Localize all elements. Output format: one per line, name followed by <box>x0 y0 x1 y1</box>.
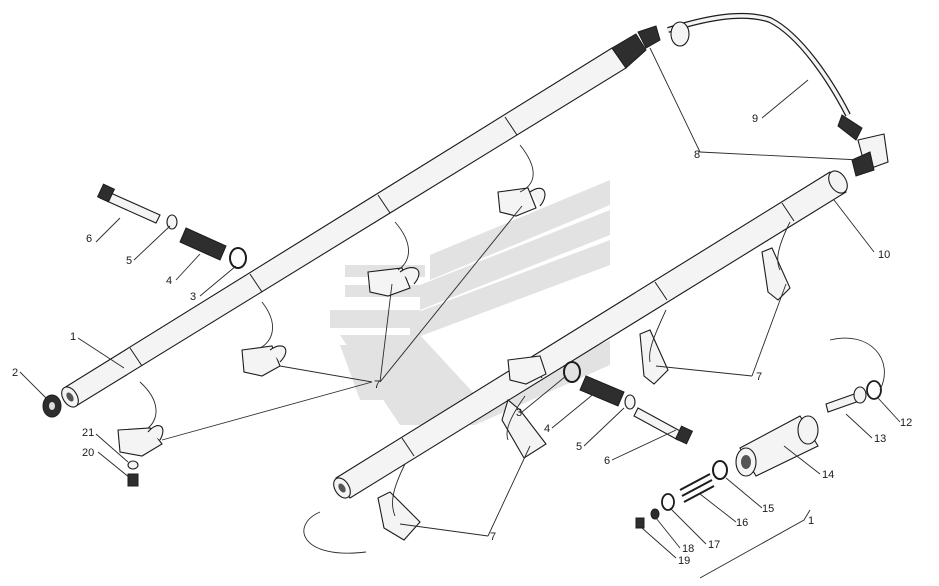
callout-13: 13 <box>874 433 886 445</box>
callout-1-left: 1 <box>70 331 76 343</box>
callout-6-left: 6 <box>86 233 92 245</box>
callout-4-left: 4 <box>166 275 172 287</box>
callout-3-right: 3 <box>516 407 522 419</box>
bolt-assembly-right <box>563 361 694 445</box>
watermark-logo <box>330 180 610 425</box>
lower-shaft <box>333 170 848 499</box>
callout-1-right: 1 <box>808 515 814 527</box>
callout-2: 2 <box>12 367 18 379</box>
callout-9: 9 <box>752 113 758 125</box>
callout-4-right: 4 <box>544 423 550 435</box>
leader-lines <box>19 47 901 579</box>
callout-18: 18 <box>682 543 694 555</box>
callout-6-right: 6 <box>604 455 610 467</box>
callout-5-right: 5 <box>576 441 582 453</box>
callout-7-center: 7 <box>374 379 380 391</box>
screw-washer <box>127 460 139 487</box>
rotation-arrows <box>139 144 885 554</box>
callout-20: 20 <box>82 447 94 459</box>
oil-pipe <box>667 12 889 177</box>
callout-7-right: 7 <box>756 371 762 383</box>
callout-12: 12 <box>900 417 912 429</box>
callout-10: 10 <box>878 249 890 261</box>
callout-7-bottom: 7 <box>490 531 496 543</box>
callout-17: 17 <box>708 539 720 551</box>
nut <box>42 394 62 418</box>
detent-assembly <box>635 380 882 529</box>
callout-16: 16 <box>736 517 748 529</box>
callout-15: 15 <box>762 503 774 515</box>
callout-labels: 6 5 4 3 1 2 21 20 7 3 4 5 6 7 7 8 9 10 1… <box>12 113 912 567</box>
upper-shaft <box>61 25 661 408</box>
callout-21: 21 <box>82 427 94 439</box>
shift-forks <box>117 187 791 541</box>
callout-14: 14 <box>822 469 834 481</box>
callout-19: 19 <box>678 555 690 567</box>
callout-3-left: 3 <box>190 291 196 303</box>
bolt-assembly-left <box>96 183 247 269</box>
callout-5-left: 5 <box>126 255 132 267</box>
callout-8: 8 <box>694 149 700 161</box>
